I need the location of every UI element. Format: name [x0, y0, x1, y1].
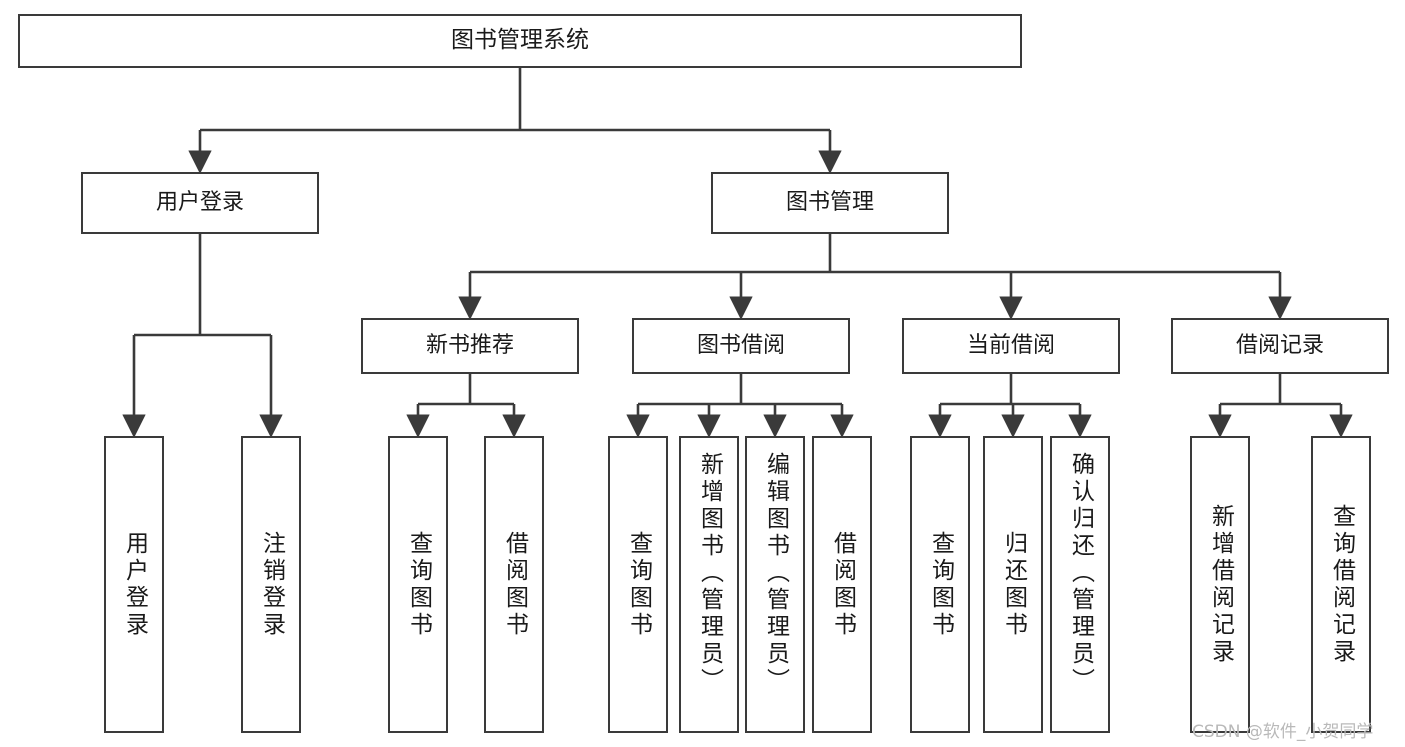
- node-leaf-borrow-book-1[interactable]: 借阅图书: [484, 436, 544, 733]
- node-leaf-query-book-1[interactable]: 查询图书: [388, 436, 448, 733]
- node-leaf-user-login-label: 用户登录: [121, 530, 148, 639]
- node-leaf-return-book-label: 归还图书: [1000, 530, 1027, 639]
- node-leaf-edit-book-label: 编辑图书（管理员）: [762, 452, 789, 695]
- node-leaf-query-book-2-label: 查询图书: [625, 530, 652, 639]
- node-leaf-add-record-label: 新增借阅记录: [1207, 503, 1234, 666]
- node-leaf-query-book-2[interactable]: 查询图书: [608, 436, 668, 733]
- node-borrow-record-label: 借阅记录: [1235, 333, 1324, 359]
- node-leaf-borrow-book-2-label: 借阅图书: [829, 530, 856, 639]
- csdn-watermark: CSDN @软件_小贺同学: [1192, 722, 1374, 742]
- node-leaf-user-login[interactable]: 用户登录: [104, 436, 164, 733]
- node-root-label: 图书管理系统: [451, 27, 589, 54]
- node-book-manage-label: 图书管理: [785, 190, 874, 216]
- node-leaf-add-book[interactable]: 新增图书（管理员）: [679, 436, 739, 733]
- node-user-login-label: 用户登录: [155, 190, 244, 216]
- node-new-book-recommend[interactable]: 新书推荐: [361, 318, 579, 374]
- node-leaf-user-logout-label: 注销登录: [258, 530, 285, 639]
- node-leaf-query-book-3-label: 查询图书: [927, 530, 954, 639]
- node-leaf-query-book-3[interactable]: 查询图书: [910, 436, 970, 733]
- node-leaf-confirm-return[interactable]: 确认归还（管理员）: [1050, 436, 1110, 733]
- node-leaf-borrow-book-1-label: 借阅图书: [501, 530, 528, 639]
- node-leaf-add-book-label: 新增图书（管理员）: [696, 452, 723, 695]
- node-leaf-query-record[interactable]: 查询借阅记录: [1311, 436, 1371, 733]
- node-book-borrow[interactable]: 图书借阅: [632, 318, 850, 374]
- node-leaf-borrow-book-2[interactable]: 借阅图书: [812, 436, 872, 733]
- node-user-login[interactable]: 用户登录: [81, 172, 319, 234]
- node-leaf-edit-book[interactable]: 编辑图书（管理员）: [745, 436, 805, 733]
- node-leaf-query-book-1-label: 查询图书: [405, 530, 432, 639]
- node-leaf-user-logout[interactable]: 注销登录: [241, 436, 301, 733]
- node-leaf-query-record-label: 查询借阅记录: [1328, 503, 1355, 666]
- node-root[interactable]: 图书管理系统: [18, 14, 1022, 68]
- node-book-borrow-label: 图书借阅: [696, 333, 785, 359]
- node-book-manage[interactable]: 图书管理: [711, 172, 949, 234]
- node-leaf-confirm-return-label: 确认归还（管理员）: [1067, 452, 1094, 695]
- node-leaf-add-record[interactable]: 新增借阅记录: [1190, 436, 1250, 733]
- node-borrow-record[interactable]: 借阅记录: [1171, 318, 1389, 374]
- node-current-borrow-label: 当前借阅: [966, 333, 1055, 359]
- node-leaf-return-book[interactable]: 归还图书: [983, 436, 1043, 733]
- node-new-book-recommend-label: 新书推荐: [425, 333, 514, 359]
- node-current-borrow[interactable]: 当前借阅: [902, 318, 1120, 374]
